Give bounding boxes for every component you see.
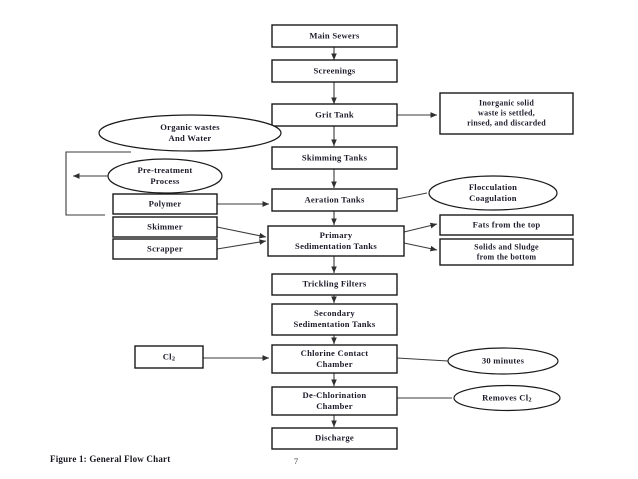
aeration-tanks-label: Aeration Tanks — [304, 194, 364, 204]
chlorine-gas-box[interactable] — [134, 345, 204, 369]
scrapper-box[interactable] — [112, 238, 218, 260]
primary-sedimentation-box[interactable] — [267, 225, 405, 257]
trickling-filters-label: Trickling Filters — [303, 278, 367, 288]
inorganic-note-line1: Inorganic solid — [479, 98, 534, 107]
page-number: 7 — [294, 456, 298, 466]
inorganic-note-box[interactable] — [439, 92, 574, 135]
node-pretreatment-process[interactable]: Pre-treatment Process — [107, 158, 223, 194]
screenings-label: Screenings — [314, 65, 356, 75]
solids-sludge-box[interactable] — [439, 238, 574, 266]
fats-from-top-box[interactable] — [439, 214, 574, 236]
thirty-minutes-label: 30 minutes — [482, 355, 525, 365]
fats-from-top-label: Fats from the top — [473, 219, 541, 229]
skimmer-label: Skimmer — [147, 221, 183, 231]
node-chlorine-contact-chamber[interactable]: Chlorine Contact Chamber — [271, 344, 398, 374]
chlorine-gas-label: Cl2 — [163, 351, 176, 363]
chlorine-contact-line2: Chamber — [316, 359, 353, 369]
flocculation-line1: Flocculation — [469, 182, 517, 192]
grit-tank-box[interactable] — [271, 103, 398, 127]
node-screenings[interactable]: Screenings — [271, 59, 398, 83]
node-grit-tank[interactable]: Grit Tank — [271, 103, 398, 127]
node-secondary-sedimentation-tanks[interactable]: Secondary Sedimentation Tanks — [271, 303, 398, 336]
edge-aeration-to-flocculation — [396, 192, 428, 200]
inorganic-note-line3: rinsed, and discarded — [467, 118, 546, 127]
edge-feedback-loop-upper — [65, 151, 131, 176]
screenings-box[interactable] — [271, 59, 398, 83]
node-fats-from-the-top[interactable]: Fats from the top — [439, 214, 574, 236]
dechlorination-line1: De-Chlorination — [303, 390, 367, 400]
organic-wastes-ellipse[interactable] — [98, 114, 282, 152]
node-scrapper[interactable]: Scrapper — [112, 238, 218, 260]
polymer-box[interactable] — [112, 193, 218, 215]
edge-feedback-loop-lower — [65, 176, 105, 216]
node-discharge[interactable]: Discharge — [271, 427, 398, 450]
edge-primary-sed-to-solids — [403, 242, 438, 252]
solids-sludge-line2: from the bottom — [477, 252, 537, 261]
main-sewers-label: Main Sewers — [309, 30, 360, 40]
node-skimmer[interactable]: Skimmer — [112, 216, 218, 238]
skimming-tanks-label: Skimming Tanks — [302, 152, 368, 162]
edges-layer — [65, 47, 452, 427]
node-aeration-tanks[interactable]: Aeration Tanks — [271, 188, 398, 212]
aeration-tanks-box[interactable] — [271, 188, 398, 212]
organic-wastes-line1: Organic wastes — [160, 122, 220, 132]
secondary-sedimentation-box[interactable] — [271, 303, 398, 336]
node-chlorine-gas-input[interactable]: Cl2 — [134, 345, 204, 369]
removes-cl2-label: Removes Cl2 — [482, 392, 532, 404]
pretreatment-line1: Pre-treatment — [138, 165, 193, 175]
discharge-label: Discharge — [315, 432, 354, 442]
secondary-sedimentation-line1: Secondary — [314, 308, 355, 318]
chlorine-contact-box[interactable] — [271, 344, 398, 374]
inorganic-note-line2: waste is settled, — [478, 108, 535, 117]
node-dechlorination-chamber[interactable]: De-Chlorination Chamber — [271, 386, 398, 416]
skimmer-box[interactable] — [112, 216, 218, 238]
dechlorination-line2: Chamber — [316, 401, 353, 411]
node-trickling-filters[interactable]: Trickling Filters — [271, 273, 398, 296]
figure-caption: Figure 1: General Flow Chart — [50, 454, 170, 464]
node-removes-chlorine[interactable]: Removes Cl2 — [453, 384, 561, 412]
edge-primary-sed-to-fats — [403, 222, 438, 233]
node-polymer[interactable]: Polymer — [112, 193, 218, 215]
primary-sedimentation-line2: Sedimentation Tanks — [295, 241, 377, 251]
node-solids-and-sludge[interactable]: Solids and Sludge from the bottom — [439, 238, 574, 266]
main-sewers-box[interactable] — [271, 24, 398, 48]
solids-sludge-line1: Solids and Sludge — [474, 242, 539, 251]
chlorine-contact-line1: Chlorine Contact — [301, 348, 369, 358]
trickling-filters-box[interactable] — [271, 273, 398, 296]
polymer-label: Polymer — [149, 198, 182, 208]
primary-sedimentation-line1: Primary — [320, 230, 353, 240]
node-inorganic-solid-waste-note[interactable]: Inorganic solid waste is settled, rinsed… — [439, 92, 574, 135]
thirty-minutes-ellipse[interactable] — [447, 347, 559, 375]
removes-cl2-ellipse[interactable] — [453, 384, 561, 412]
edge-skimmer-to-primary-sed — [216, 226, 267, 239]
edge-chlorine-chamber-to-30-minutes — [396, 357, 449, 362]
node-primary-sedimentation-tanks[interactable]: Primary Sedimentation Tanks — [267, 225, 405, 257]
secondary-sedimentation-line2: Sedimentation Tanks — [294, 319, 376, 329]
flocculation-ellipse[interactable] — [428, 175, 558, 211]
node-skimming-tanks[interactable]: Skimming Tanks — [271, 146, 398, 170]
organic-wastes-line2: And Water — [169, 133, 212, 143]
skimming-tanks-box[interactable] — [271, 146, 398, 170]
grit-tank-label: Grit Tank — [315, 109, 354, 119]
node-organic-wastes-and-water[interactable]: Organic wastes And Water — [98, 114, 282, 152]
discharge-box[interactable] — [271, 427, 398, 450]
pretreatment-line2: Process — [150, 176, 180, 186]
scrapper-label: Scrapper — [147, 243, 183, 253]
node-thirty-minutes[interactable]: 30 minutes — [447, 347, 559, 375]
flocculation-line2: Coagulation — [469, 193, 517, 203]
node-flocculation-coagulation[interactable]: Flocculation Coagulation — [428, 175, 558, 211]
dechlorination-box[interactable] — [271, 386, 398, 416]
pretreatment-ellipse[interactable] — [107, 158, 223, 194]
node-main-sewers[interactable]: Main Sewers — [271, 24, 398, 48]
edge-scrapper-to-primary-sed — [216, 239, 267, 250]
